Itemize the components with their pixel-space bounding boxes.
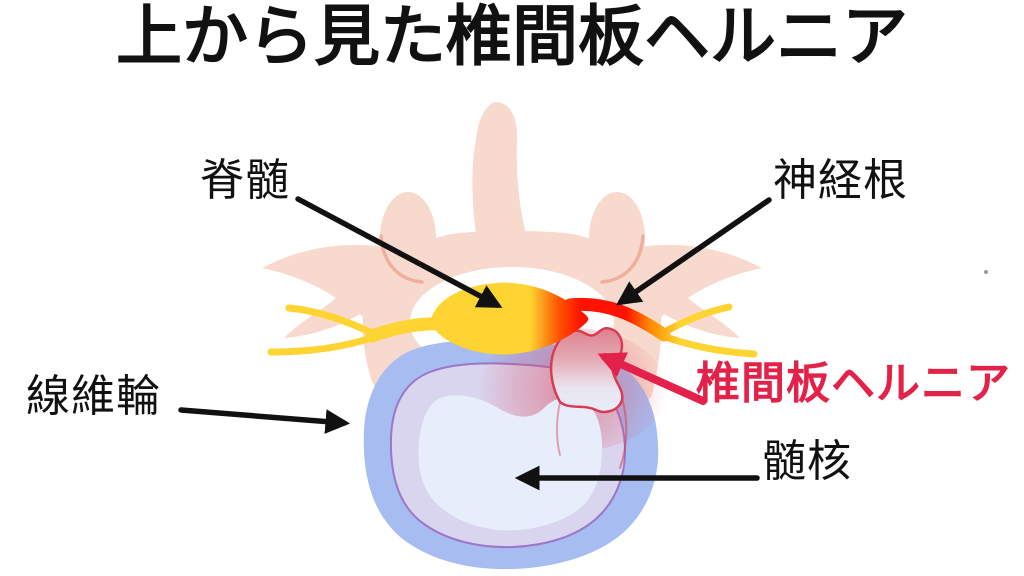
left-nerve-root-upper-branch: [285, 304, 380, 339]
herniation-tear-right-edge: [619, 397, 628, 469]
vertebra-right-articular-process: [589, 192, 645, 284]
vertebra-spinous-process: [472, 102, 530, 257]
spinal-cord-label: 脊髄: [200, 156, 290, 205]
nucleus-pulposus-label: 髄核: [762, 437, 852, 486]
nerve-root-arrow: [615, 197, 772, 306]
annulus-fibrosus-label: 線維輪: [26, 372, 161, 421]
herniation-tear-left-edge: [556, 401, 561, 456]
annotation-arrows: [178, 196, 772, 491]
disc-herniation-label: 椎間板ヘルニア: [696, 359, 1011, 408]
spinal-cord-arrow: [295, 196, 503, 308]
right-nerve-root-upper-branch: [657, 303, 733, 338]
annulus-fibrosus-arrow: [178, 407, 351, 434]
vertebra-right-process-shading: [600, 234, 645, 284]
spinal-cord-body: [430, 282, 589, 355]
stray-mark: [984, 270, 988, 274]
left-nerve-root-lower-branch: [267, 333, 378, 356]
herniation-bulge-body: [549, 327, 624, 414]
page-title: 上から見た椎間板ヘルニア: [116, 0, 908, 73]
vertebra-left-articular-process: [380, 192, 436, 284]
herniation-arrow: [597, 352, 707, 405]
spinal-cord-and-nerves: [267, 282, 758, 358]
right-nerve-root-lower-branch: [659, 332, 758, 358]
nerve-root-label: 神経根: [773, 156, 908, 205]
right-nerve-root-trunk-compressed: [563, 297, 671, 342]
nucleus-pulposus-core: [418, 395, 602, 531]
vertebra-left-transverse-process: [262, 244, 396, 350]
